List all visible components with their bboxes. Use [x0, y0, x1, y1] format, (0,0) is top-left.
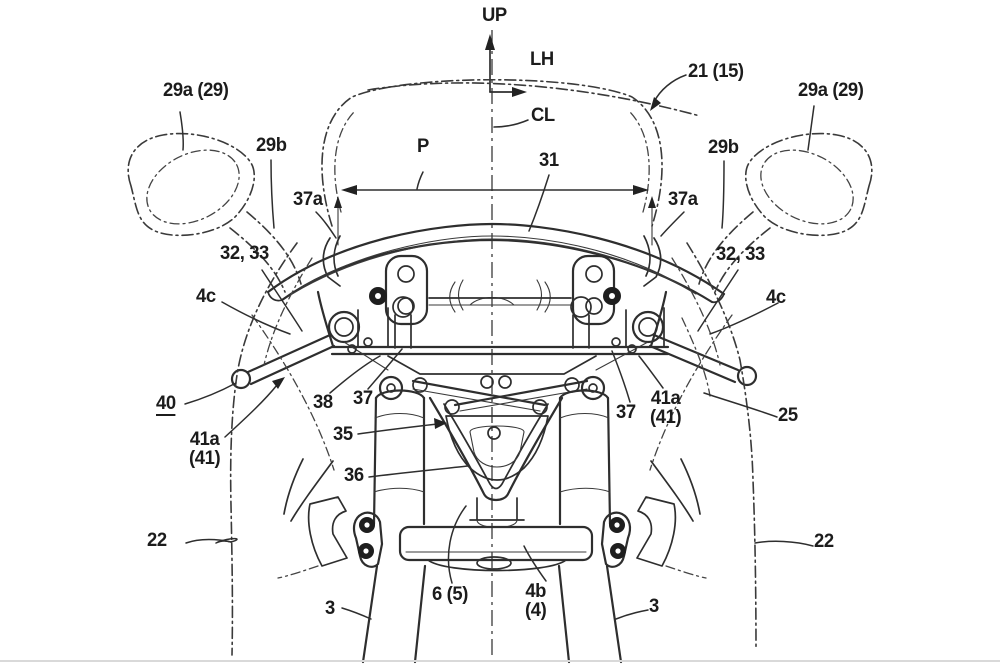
part-label-3-right: 3 — [649, 596, 659, 617]
part-label-41a-right: 41a (41) — [650, 388, 682, 429]
part-label-41a-right-line1: 41a — [650, 388, 681, 409]
part-label-29b-right: 29b — [708, 137, 739, 158]
meter-visor — [266, 222, 726, 304]
part-label-37-right: 37 — [616, 402, 636, 423]
part-label-41a-left-line1: 41a — [189, 429, 220, 450]
part-label-37-left: 37 — [353, 388, 373, 409]
part-label-41a-left-line2: (41) — [189, 448, 221, 470]
fork-legs — [361, 564, 623, 664]
orientation-axes — [485, 34, 527, 97]
up-arrow-icon — [485, 34, 495, 50]
part-label-29b-left: 29b — [256, 135, 287, 156]
part-label-4c-left: 4c — [196, 286, 216, 307]
bottom-bridge — [352, 511, 632, 572]
axis-label-up: UP — [482, 5, 507, 26]
part-label-37a-left: 37a — [293, 189, 323, 210]
part-label-22-right: 22 — [814, 531, 834, 552]
part-label-31: 31 — [539, 150, 559, 171]
axis-label-lh: LH — [530, 49, 554, 70]
part-label-32-33-right: 32, 33 — [716, 244, 765, 265]
centerline-label: CL — [531, 105, 555, 126]
windshield-outline — [321, 78, 701, 227]
lh-arrow-icon — [512, 87, 527, 97]
part-label-41a-right-line2: (41) — [650, 407, 682, 429]
part-label-4b-4-line1: 4b — [525, 581, 547, 602]
part-label-3-left: 3 — [325, 598, 335, 619]
part-label-41a-left: 41a (41) — [189, 429, 221, 470]
part-label-38: 38 — [313, 392, 333, 413]
dimension-p — [334, 185, 656, 246]
part-label-29a-left: 29a (29) — [163, 80, 229, 101]
handlebar-bridge — [327, 287, 670, 375]
fork-upper-covers — [372, 389, 612, 526]
leader-lines — [179, 74, 815, 620]
part-label-40: 40 — [156, 394, 176, 417]
part-label-29a-right: 29a (29) — [798, 80, 864, 101]
handlebars — [230, 333, 758, 390]
cl-leader — [493, 119, 529, 128]
fairing-outline — [229, 242, 757, 656]
part-label-35: 35 — [333, 424, 353, 445]
lower-side-brackets — [277, 496, 707, 579]
part-label-4b-4-line2: (4) — [525, 600, 547, 622]
part-label-4c-right: 4c — [766, 287, 786, 308]
part-label-32-33-left: 32, 33 — [220, 243, 269, 264]
part-label-36: 36 — [344, 465, 364, 486]
left-mirror — [127, 132, 302, 293]
right-mirror — [698, 132, 873, 293]
meter-bracket-plates — [384, 254, 616, 326]
part-label-6-5: 6 (5) — [432, 584, 468, 605]
part-label-25: 25 — [778, 405, 798, 426]
dimension-label-p: P — [417, 136, 429, 157]
part-label-21-15: 21 (15) — [688, 61, 744, 82]
part-label-4b-4: 4b (4) — [525, 581, 547, 622]
part-label-22-left: 22 — [147, 530, 167, 551]
part-label-37a-right: 37a — [668, 189, 698, 210]
